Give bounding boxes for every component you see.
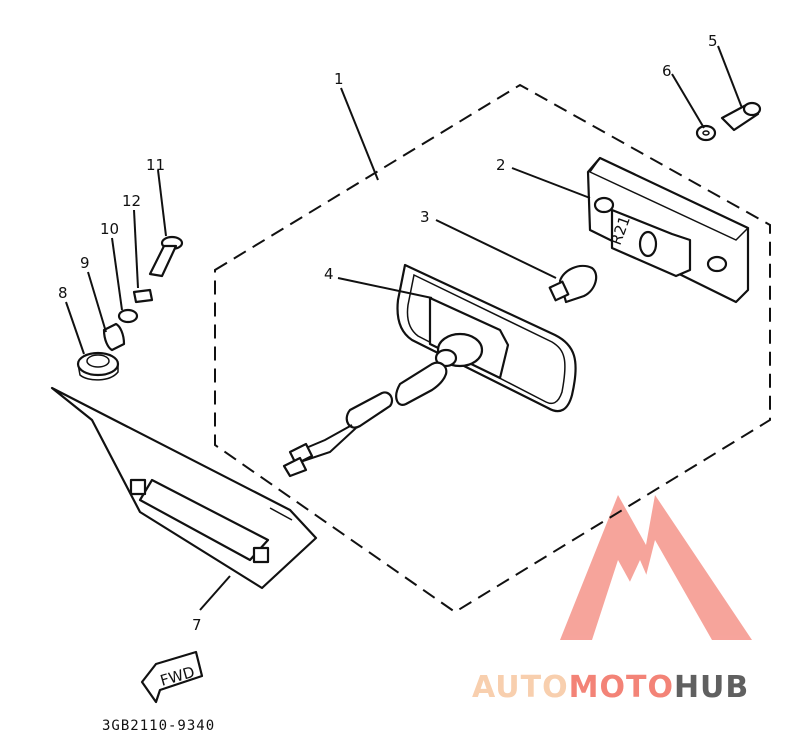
callout-1: 1 <box>334 70 344 88</box>
part-11-bolt <box>148 235 184 278</box>
part-6-washer <box>695 124 717 142</box>
fwd-arrow-icon <box>140 650 204 704</box>
watermark-auto: AUTO <box>472 670 569 705</box>
callout-5: 5 <box>708 32 718 50</box>
diagram-code: 3GB2110-9340 <box>102 718 215 734</box>
callout-7: 7 <box>192 616 202 634</box>
part-7-bracket <box>50 386 318 590</box>
part-4-lens <box>282 263 577 478</box>
svg-text:AUTOMOTOHUB: AUTOMOTOHUB <box>472 670 749 705</box>
callout-2: 2 <box>496 156 506 174</box>
part-12-nut <box>132 288 154 304</box>
callout-11: 11 <box>146 156 165 174</box>
part-3-bulb <box>548 264 598 304</box>
watermark-hub: HUB <box>674 670 749 705</box>
assembly-boundary <box>214 83 771 614</box>
callout-8: 8 <box>58 284 68 302</box>
watermark-logo <box>560 495 752 640</box>
watermark-moto: MOTO <box>569 670 674 705</box>
watermark-text: AUTOMOTOHUB <box>472 670 749 705</box>
callout-9: 9 <box>80 254 90 272</box>
callout-3: 3 <box>420 208 430 226</box>
callout-12: 12 <box>122 192 141 210</box>
part-2-housing: R21 <box>586 156 750 304</box>
watermark-mark-icon <box>560 495 752 640</box>
leader-lines <box>65 45 743 611</box>
watermark-mark-inner-icon <box>610 560 668 625</box>
part-10-washer <box>117 308 139 324</box>
callout-labels: 1 2 3 4 5 6 7 8 9 10 12 11 <box>58 32 718 634</box>
callout-6: 6 <box>662 62 672 80</box>
callout-10: 10 <box>100 220 119 238</box>
part-8-grommet <box>76 351 120 381</box>
callout-4: 4 <box>324 265 334 283</box>
part-5-screw <box>720 101 762 132</box>
part-9-collar <box>102 322 126 352</box>
fwd-arrow-sign: FWD <box>140 650 204 704</box>
